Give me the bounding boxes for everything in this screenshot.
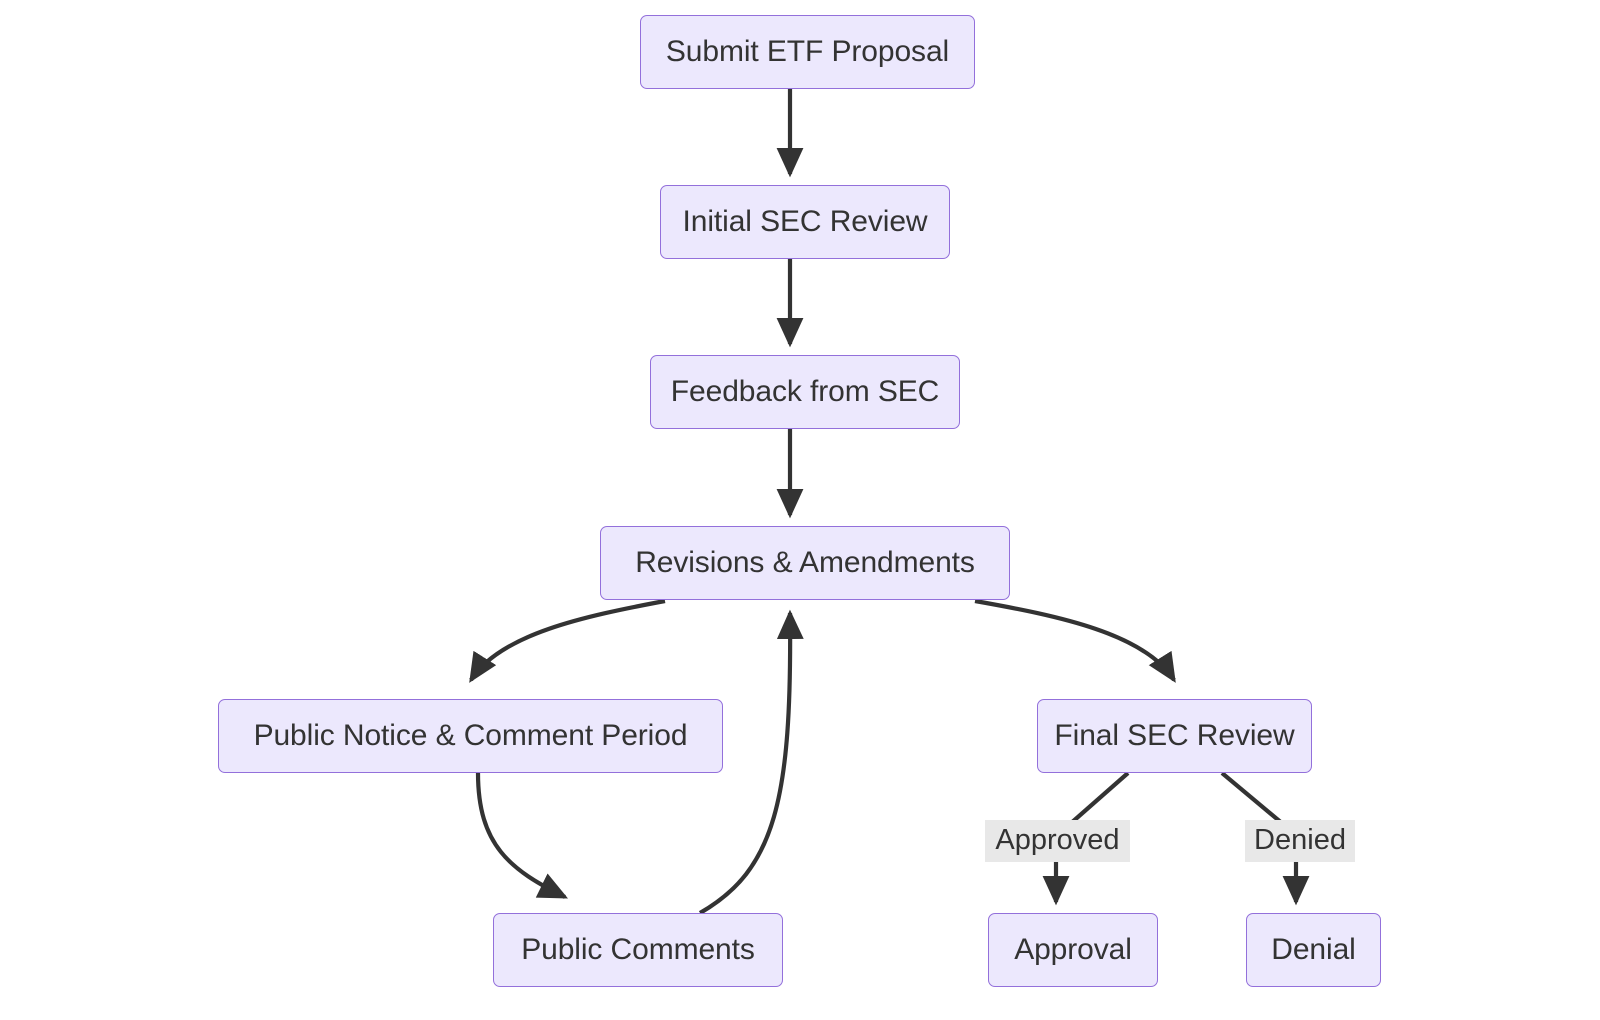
- edge-revisions-to-final-review: [974, 598, 1176, 683]
- node-approval[interactable]: Approval: [988, 913, 1158, 987]
- node-feedback-from-sec[interactable]: Feedback from SEC: [650, 355, 960, 429]
- edge-final-review-to-denial: [1220, 771, 1285, 826]
- node-submit-etf-proposal[interactable]: Submit ETF Proposal: [640, 15, 975, 89]
- node-revisions-and-amendments[interactable]: Revisions & Amendments: [600, 526, 1010, 600]
- edge-label-denied: Denied: [1245, 820, 1355, 862]
- node-public-comments[interactable]: Public Comments: [493, 913, 783, 987]
- edge-revisions-to-public-notice: [469, 598, 666, 683]
- edge-final-review-to-approval: [1068, 771, 1130, 826]
- edge-public-comments-to-revisions: [698, 609, 804, 915]
- edge-label-approved: Approved: [985, 820, 1130, 862]
- node-initial-sec-review[interactable]: Initial SEC Review: [660, 185, 950, 259]
- node-final-sec-review[interactable]: Final SEC Review: [1037, 699, 1312, 773]
- node-public-notice-comment-period[interactable]: Public Notice & Comment Period: [218, 699, 723, 773]
- node-denial[interactable]: Denial: [1246, 913, 1381, 987]
- edge-public-notice-to-public-comments: [475, 772, 569, 899]
